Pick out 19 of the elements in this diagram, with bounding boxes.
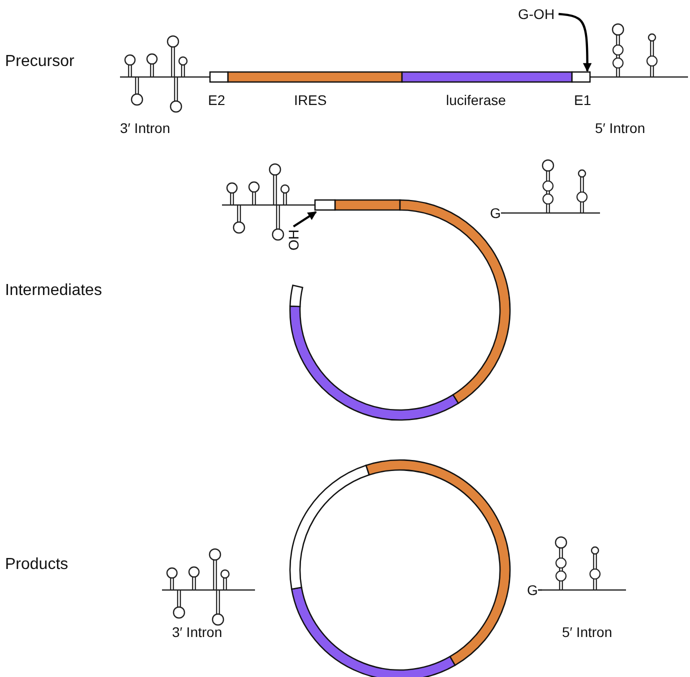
- exon-box: [314, 199, 336, 211]
- row-label: Products: [5, 556, 68, 574]
- reagent-label: OH: [286, 230, 302, 250]
- nucleotide-label: G: [490, 205, 501, 221]
- intron-label: 3′ Intron: [120, 120, 170, 136]
- exon-label: E2: [208, 92, 226, 108]
- nucleotide-label: G: [527, 582, 538, 598]
- intron-label: 5′ Intron: [562, 624, 612, 640]
- exon-label: E1: [574, 92, 592, 108]
- segment-label: luciferase: [446, 92, 506, 108]
- exon-box: [571, 71, 591, 83]
- arrow: [558, 12, 592, 72]
- reagent-label: G-OH: [518, 6, 555, 22]
- intron-label: 5′ Intron: [595, 120, 646, 136]
- row-label: Intermediates: [5, 282, 102, 300]
- segment-label: IRES: [294, 92, 327, 108]
- row-label: Precursor: [5, 53, 74, 71]
- arrow: [292, 211, 317, 228]
- intron-label: 3′ Intron: [172, 624, 222, 640]
